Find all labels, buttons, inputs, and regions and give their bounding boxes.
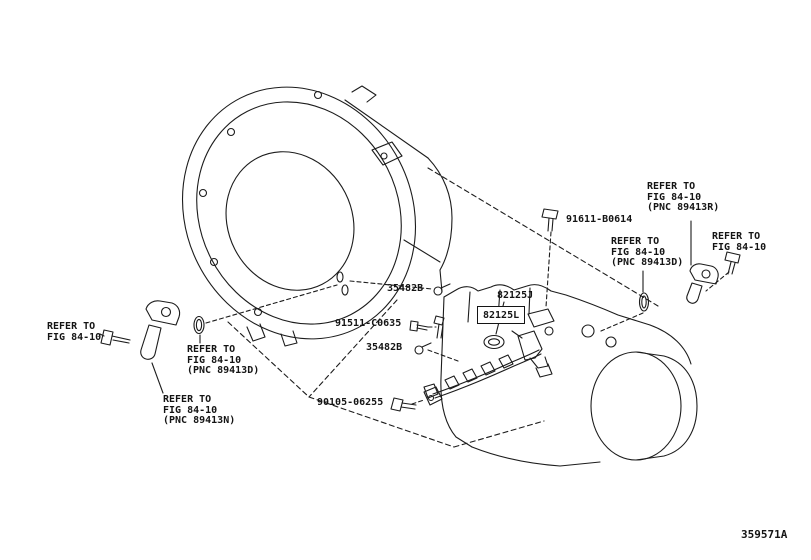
bracket-90105-icon (423, 386, 443, 406)
part-label-91511-C0635[interactable]: 91511-C0635 (335, 318, 402, 329)
ref-note-89413D-right: REFER TO FIG 84-10 (PNC 89413D) (611, 236, 684, 269)
part-label-82125J[interactable]: 82125J (497, 290, 534, 301)
bell-housing-outline (181, 85, 453, 347)
part-label-35482B-top[interactable]: 35482B (387, 283, 424, 294)
ref-line: REFER TO (163, 394, 212, 405)
wiring-harness (423, 330, 553, 399)
ref-note-89413D-left: REFER TO FIG 84-10 (PNC 89413D) (187, 344, 260, 377)
hidden-edge-dashes (227, 167, 659, 448)
leader-lines (205, 231, 730, 405)
ref-line: (PNC 89413D) (611, 257, 684, 268)
part-label-35482B-bottom[interactable]: 35482B (366, 342, 403, 353)
ref-line: REFER TO (47, 321, 96, 332)
ref-line: (PNC 89413R) (647, 202, 720, 213)
clamp-35482B-top-icon (433, 283, 451, 296)
ref-line: (PNC 89413N) (163, 415, 236, 426)
clamp-35482B-bottom-icon (414, 342, 432, 355)
ref-line: FIG 84-10 (647, 191, 702, 203)
ref-note-right: REFER TO FIG 84-10 (712, 231, 767, 253)
ref-line: REFER TO (647, 181, 696, 192)
bolt-90105-icon (390, 397, 417, 412)
engine-block-outline (440, 284, 698, 467)
ref-note-89413N: REFER TO FIG 84-10 (PNC 89413N) (163, 394, 236, 427)
ref-line: FIG 84-10 (47, 331, 102, 343)
screw-91511-icon (409, 320, 429, 332)
ref-line: REFER TO (187, 344, 236, 355)
camshaft-sensor-left (140, 300, 181, 360)
ref-note-left: REFER TO FIG 84-10 (47, 321, 102, 343)
part-label-91611-B0614[interactable]: 91611-B0614 (566, 214, 633, 225)
o-ring-right (638, 292, 650, 312)
crankshaft-sensor-right (686, 263, 719, 304)
ref-line: (PNC 89413D) (187, 365, 260, 376)
ref-line: REFER TO (611, 236, 660, 247)
ref-line: FIG 84-10 (712, 241, 767, 253)
part-label-90105-06255[interactable]: 90105-06255 (317, 397, 384, 408)
bolt-91611-icon (541, 208, 559, 232)
figure-number: 359571A (741, 528, 788, 541)
ref-note-89413R: REFER TO FIG 84-10 (PNC 89413R) (647, 181, 720, 214)
bolt-left-icon (100, 329, 131, 346)
ref-line: FIG 84-10 (611, 246, 666, 258)
reference-bracket-lines (99, 220, 692, 394)
stud-91511-icon (433, 315, 445, 339)
part-label-82125L[interactable]: 82125L (477, 306, 526, 324)
ref-line: REFER TO (712, 231, 761, 242)
o-ring-left (193, 315, 205, 335)
ref-line: FIG 84-10 (187, 354, 242, 366)
ref-line: FIG 84-10 (163, 404, 218, 416)
bolt-right-icon (724, 251, 741, 275)
